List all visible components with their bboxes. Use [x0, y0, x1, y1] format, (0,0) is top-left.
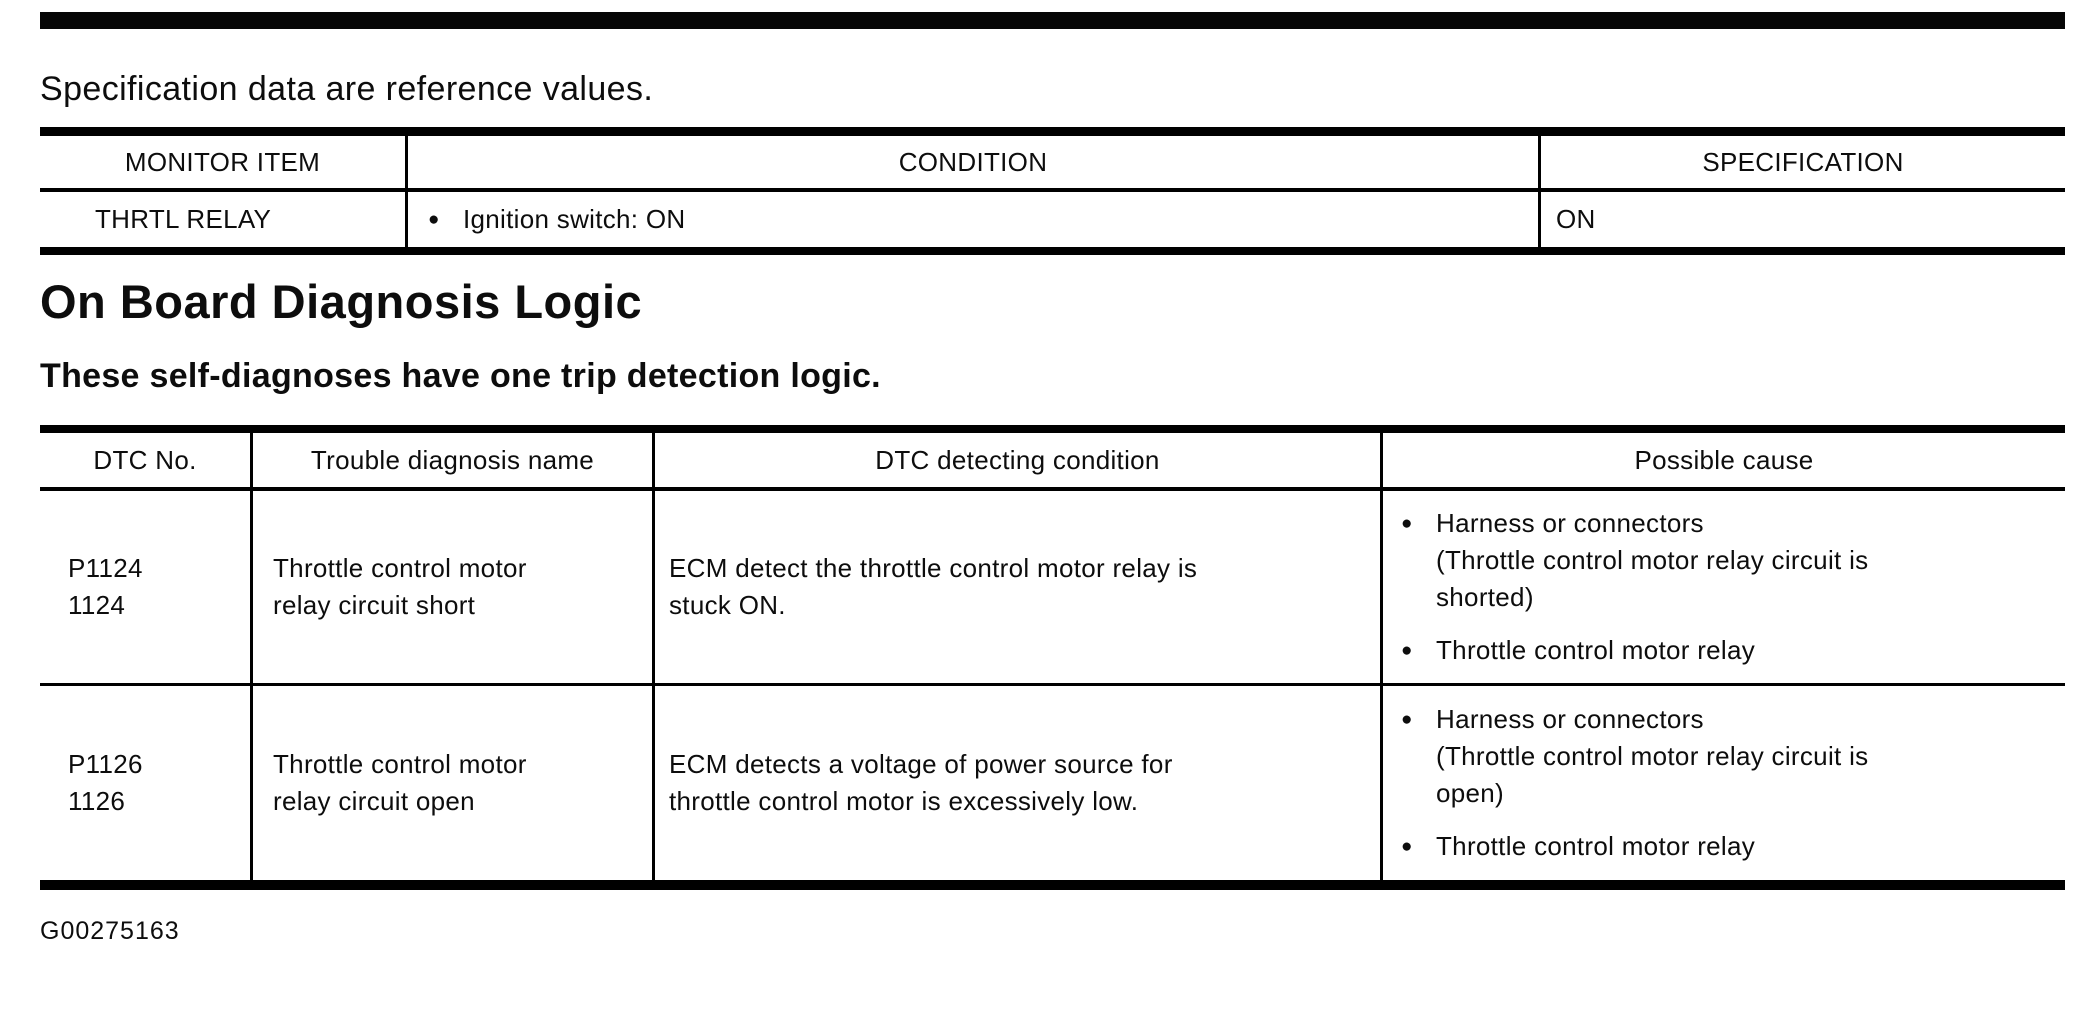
table-border-bottom: [40, 880, 2065, 890]
section-subheading: These self-diagnoses have one trip detec…: [40, 357, 881, 395]
table-border-bottom: [40, 247, 2065, 255]
detecting-condition-cell: ECM detect the throttle control motor re…: [655, 491, 1380, 683]
cause-line: Throttle control motor relay: [1436, 831, 1756, 861]
monitor-item-cell: THRTL RELAY: [95, 204, 272, 234]
column-divider: [250, 425, 253, 890]
trouble-name-line: relay circuit open: [273, 786, 475, 816]
column-divider: [652, 425, 655, 890]
cause-line: Throttle control motor relay: [1436, 635, 1756, 665]
possible-cause-cell: ● Harness or connectors (Throttle contro…: [1383, 491, 2065, 683]
cause-text: Harness or connectors (Throttle control …: [1436, 701, 1868, 812]
bullet-icon: ●: [1401, 836, 1413, 857]
bullet-icon: ●: [1401, 513, 1413, 534]
trouble-name-line: relay circuit short: [273, 590, 476, 620]
cause-item: ● Throttle control motor relay: [1401, 632, 2065, 669]
trouble-name-cell: Throttle control motor relay circuit sho…: [253, 491, 652, 683]
dtc-no-cell: P1124 1124: [40, 491, 250, 683]
table-border-top: [40, 425, 2065, 433]
cause-text: Throttle control motor relay: [1436, 632, 1755, 669]
possible-cause-cell: ● Harness or connectors (Throttle contro…: [1383, 686, 2065, 880]
column-header-dtc-no: DTC No.: [93, 444, 197, 475]
table-header-separator: [40, 487, 2065, 491]
trouble-name-line: Throttle control motor: [273, 749, 527, 779]
condition-text: Ignition switch: ON: [463, 204, 686, 234]
page-top-rule: [40, 12, 2065, 29]
column-header-trouble-name: Trouble diagnosis name: [310, 444, 595, 475]
monitor-spec-table: MONITOR ITEM CONDITION SPECIFICATION THR…: [40, 127, 2065, 256]
condition-cell: ● Ignition switch: ON: [408, 192, 1538, 247]
table-border-top: [40, 127, 2065, 136]
column-divider: [1380, 425, 1383, 890]
cause-item: ● Throttle control motor relay: [1401, 828, 2065, 865]
column-header-detecting-condition: DTC detecting condition: [875, 444, 1160, 475]
dtc-no-cell: P1126 1126: [40, 686, 250, 880]
column-divider: [405, 127, 408, 255]
cause-item: ● Harness or connectors (Throttle contro…: [1401, 505, 2065, 616]
cause-line: Harness or connectors: [1436, 508, 1704, 538]
dtc-code-line: P1124: [68, 553, 143, 583]
dtc-code-line: P1126: [68, 749, 143, 779]
condition-bullet-row: ● Ignition switch: ON: [428, 201, 1538, 238]
section-heading: On Board Diagnosis Logic: [40, 275, 643, 328]
trouble-name-cell: Throttle control motor relay circuit ope…: [253, 686, 652, 880]
detecting-condition-cell: ECM detects a voltage of power source fo…: [655, 686, 1380, 880]
figure-code: G00275163: [40, 917, 180, 945]
detecting-condition-line: stuck ON.: [669, 590, 786, 620]
column-header-condition: CONDITION: [898, 146, 1048, 177]
trouble-name-line: Throttle control motor: [273, 553, 527, 583]
detecting-condition-line: ECM detect the throttle control motor re…: [669, 553, 1198, 583]
cause-line: open): [1436, 778, 1504, 808]
cause-text: Throttle control motor relay: [1436, 828, 1755, 865]
bullet-icon: ●: [1401, 640, 1413, 661]
cause-line: Harness or connectors: [1436, 704, 1704, 734]
dtc-code-line: 1124: [68, 590, 126, 620]
column-header-specification: SPECIFICATION: [1702, 146, 1904, 177]
cause-line: (Throttle control motor relay circuit is: [1436, 741, 1869, 771]
specification-cell: ON: [1556, 204, 1596, 234]
column-header-monitor-item: MONITOR ITEM: [124, 146, 321, 177]
cause-item: ● Harness or connectors (Throttle contro…: [1401, 701, 2065, 812]
column-header-possible-cause: Possible cause: [1634, 444, 1814, 475]
dtc-diagnosis-table: DTC No. Trouble diagnosis name DTC detec…: [40, 425, 2065, 890]
bullet-icon: ●: [1401, 709, 1413, 730]
cause-line: shorted): [1436, 582, 1534, 612]
table-header-separator: [40, 188, 2065, 192]
column-divider: [1538, 127, 1541, 255]
table-row-separator: [40, 683, 2065, 686]
cause-text: Harness or connectors (Throttle control …: [1436, 505, 1868, 616]
bullet-icon: ●: [428, 209, 440, 230]
detecting-condition-line: ECM detects a voltage of power source fo…: [669, 749, 1173, 779]
intro-text: Specification data are reference values.: [40, 70, 654, 108]
detecting-condition-line: throttle control motor is excessively lo…: [669, 786, 1139, 816]
cause-line: (Throttle control motor relay circuit is: [1436, 545, 1869, 575]
dtc-code-line: 1126: [68, 786, 126, 816]
